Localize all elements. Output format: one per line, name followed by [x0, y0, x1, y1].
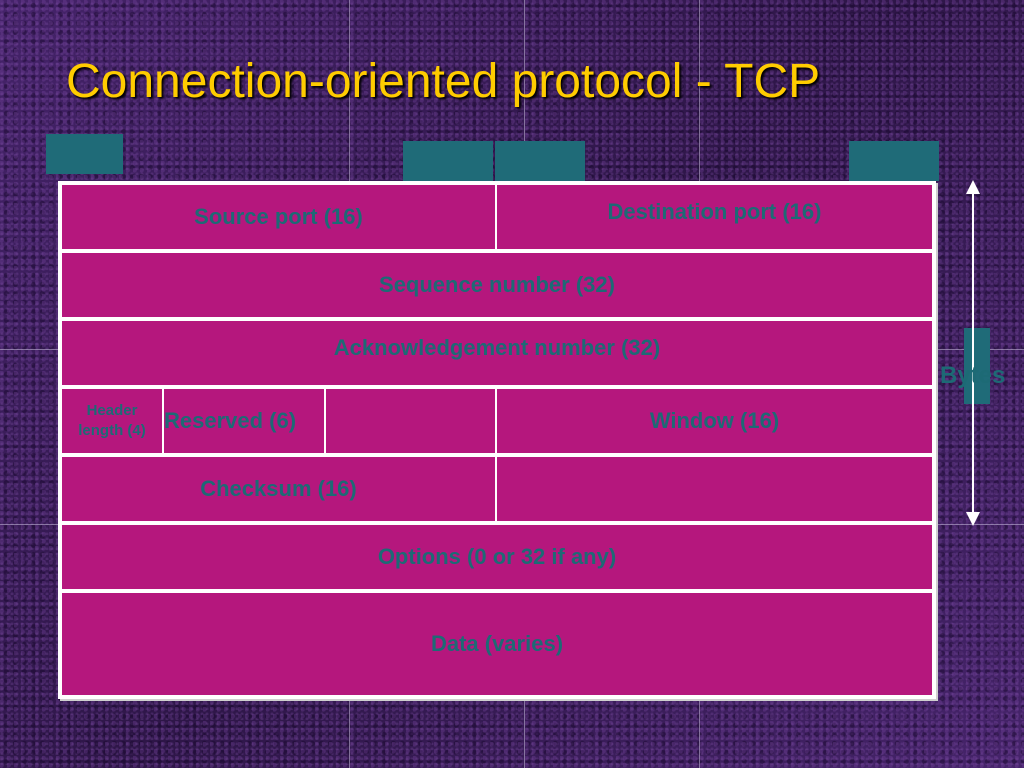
field-source-port: Source port (16) — [60, 183, 497, 251]
field-label: Sequence number (32) — [379, 272, 615, 297]
field-checksum: Checksum (16) — [60, 455, 497, 523]
field-acknowledgement-number: Acknowledgement number (32) — [60, 319, 934, 387]
field-label: Checksum (16) — [200, 476, 357, 501]
field-label: Data (varies) — [430, 631, 564, 656]
field-window: Window (16) — [495, 387, 934, 455]
field-data: Data (varies) — [60, 591, 934, 697]
teal-box — [964, 328, 990, 404]
field-label: Options (0 or 32 if any) — [377, 544, 617, 569]
field-label: Window (16) — [649, 408, 780, 433]
field-sequence-number: Sequence number (32) — [60, 251, 934, 319]
teal-box — [46, 134, 123, 174]
field-label: Destination port (16) — [607, 199, 822, 224]
double-arrow-icon — [966, 180, 980, 526]
field-header-length: Header length (4) — [60, 387, 164, 455]
teal-box — [849, 141, 939, 181]
field-label: Reserved (6) — [164, 408, 297, 433]
field-flags — [324, 387, 497, 455]
tcp-header-diagram: Source port (16) Destination port (16) S… — [58, 181, 936, 699]
teal-box — [403, 141, 493, 181]
field-label: Header length (4) — [78, 402, 146, 439]
field-options: Options (0 or 32 if any) — [60, 523, 934, 591]
bytes-label: Bytes — [940, 362, 1006, 389]
teal-box — [495, 141, 585, 181]
field-urgent-pointer — [495, 455, 934, 523]
field-destination-port: Destination port (16) — [495, 183, 934, 251]
slide-title: Connection-oriented protocol - TCP — [66, 55, 821, 108]
field-label: Acknowledgement number (32) — [333, 335, 661, 360]
field-label: Source port (16) — [194, 204, 363, 229]
field-reserved: Reserved (6) — [162, 387, 326, 455]
